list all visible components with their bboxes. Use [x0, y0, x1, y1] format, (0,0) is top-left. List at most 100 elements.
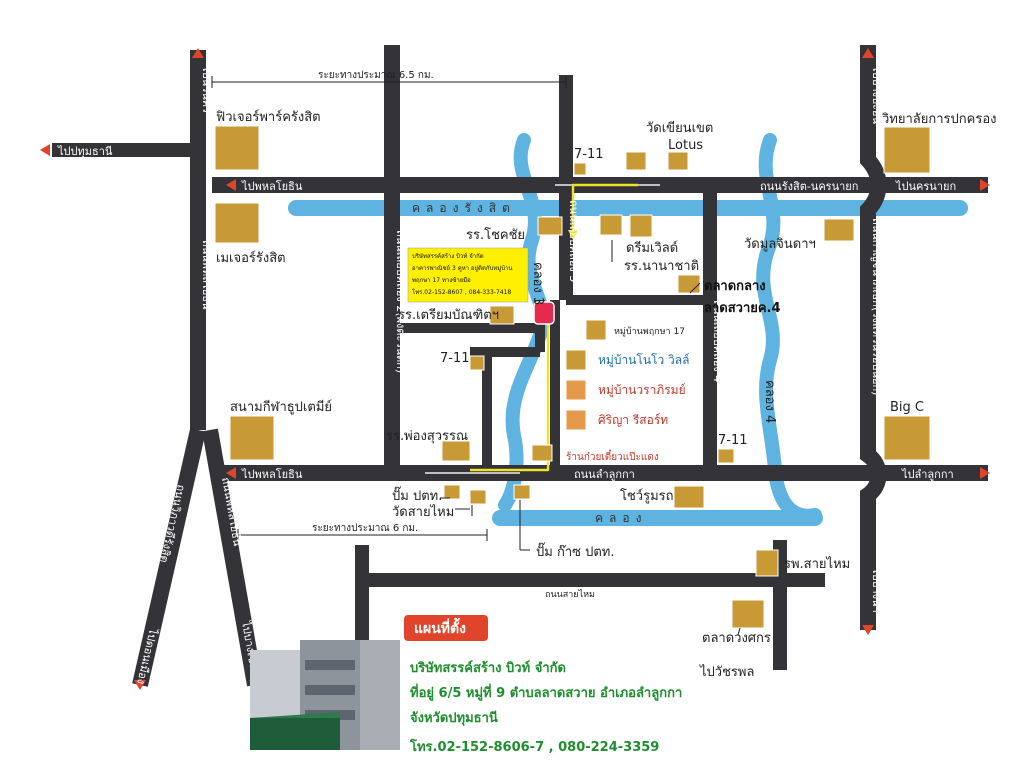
label-sirinya: ศิริญา รีสอร์ท [598, 413, 668, 427]
arrow-up-bangprain [862, 48, 874, 58]
box-stadium [229, 415, 275, 461]
label-to-navanakorn: ไปนวนคร [200, 65, 213, 113]
label-phong: รร.พ่องสุวรรณ [386, 429, 468, 444]
label-phahon-bottom: ไปพหลโยธิน [241, 467, 303, 481]
box-711-mid [469, 355, 485, 371]
company-address-2: จังหวัดปทุมธานี [410, 710, 498, 726]
note-line-4: โทร.02-152-8607 , 084-333-7418 [412, 288, 511, 296]
label-to-donmueang: ไปดอนเมือง [134, 626, 160, 685]
label-pruksa17: หมู่บ้านพฤกษา 17 [614, 326, 685, 337]
box-dreamworld-b [629, 214, 653, 238]
box-wat-sai-mai [469, 489, 487, 505]
label-rangsit-nakhon: ถนนรังสิต-นครนายก [760, 180, 858, 193]
label-showroom: โชว์รูมรถ [620, 488, 674, 504]
distance-bottom: ระยะทางประมาณ 6 กม. [312, 523, 418, 534]
label-dreamworld: ดรีมเวิลด์ [626, 240, 678, 256]
box-pruksa17 [585, 319, 607, 341]
label-to-watcharaphon: ไปวัชรพล [699, 664, 754, 680]
label-to-lamlukka: ไปลำลูกกา [901, 468, 954, 481]
label-liap-khlong-3: ถนนเลียบคลอง 3 [567, 200, 580, 282]
label-to-bangprain: ไปบางปะอิน [870, 65, 883, 125]
canals [288, 133, 968, 526]
label-big-c: Big C [890, 400, 924, 415]
label-lam-luk-ka: ถนนลำลูกกา [574, 468, 635, 481]
company-note: บริษัทสรรค์สร้าง บิวท์ จำกัด อาคารพาณิชย… [407, 247, 529, 303]
label-wat-khian: วัดเขียนเขต [646, 120, 713, 136]
label-to-bangna: ไปบางนา [870, 567, 883, 613]
box-future-park [214, 125, 260, 171]
route-arrow [568, 230, 578, 240]
company-address-1: ที่อยู่ 6/5 หมู่ที่ 9 ตำบลลาดสวาย อำเภอล… [410, 683, 682, 701]
label-canal-south: คลอง [595, 511, 647, 525]
box-wat-khian [625, 151, 647, 171]
note-line-2: อาคารพาณิชย์ 3 คูหา อยู่ติดกับหมู่บ้าน [412, 264, 512, 272]
arrow-right-nakhonnayok [980, 179, 990, 191]
company-marker [533, 301, 555, 325]
label-wat-sai-mai: วัดสายไหม [392, 504, 454, 520]
label-warapirom: หมู่บ้านวราภิรมย์ [598, 383, 686, 398]
label-lotus: Lotus [668, 138, 703, 153]
label-lat-sawai: ลาดสวายค.4 [704, 301, 781, 316]
arrow-up-navanakorn [192, 48, 204, 58]
label-noodle: ร้านก๋วยเตี๋ยวแป๊ะแดง [566, 449, 659, 463]
label-triam: รร.เตรียมบัณฑิตฯ [398, 307, 499, 323]
label-gas: ปั๊ม ก๊าซ ปตท. [536, 542, 614, 560]
building-photo [250, 640, 400, 750]
label-sai-mai: ถนนสายไหม [545, 589, 595, 600]
box-phong [441, 440, 471, 462]
box-lotus [667, 151, 689, 171]
label-711-top: 7-11 [574, 147, 604, 162]
label-canal-khlong-4: คลอง 4 [762, 380, 777, 423]
arrow-left-phahon-top [226, 179, 236, 191]
label-711-mid: 7-11 [440, 351, 470, 366]
company-phone: โทร.02-152-8606-7 , 080-224-3359 [409, 738, 659, 755]
note-line-1: บริษัทสรรค์สร้าง บิวท์ จำกัด [412, 252, 484, 260]
box-major [214, 202, 260, 244]
box-ptt [443, 484, 461, 500]
plan-label: แผนที่ตั้ง [414, 617, 466, 637]
box-college [883, 126, 931, 174]
box-noodle [531, 444, 553, 462]
box-chokchai [537, 216, 563, 236]
road-wiphawadi [132, 428, 206, 687]
arrow-right-lamlukka [980, 467, 990, 479]
road-phahon-south [202, 428, 263, 687]
canal-khlong-4 [756, 133, 822, 523]
distance-top: ระยะทางประมาณ 6.5 กม. [318, 70, 434, 81]
box-talat-klang [677, 274, 701, 294]
box-talat-wong [731, 599, 765, 629]
highlight-boxes [565, 379, 587, 431]
box-wat-mun [823, 218, 855, 242]
box-sirinya [565, 409, 587, 431]
arrow-left-pathum [40, 144, 50, 156]
label-to-nakhonnayok: ไปนครนายก [895, 180, 956, 193]
box-warapirom [565, 379, 587, 401]
box-711-right [717, 448, 735, 464]
label-pointers [440, 240, 741, 636]
label-talat-wong: ตลาดวงศกร [702, 631, 771, 646]
box-novo [565, 349, 587, 371]
plan-label-badge: แผนที่ตั้ง [404, 615, 488, 641]
label-phahon-top: ไปพหลโยธิน [241, 179, 303, 193]
label-canal-rangsit: คลองรังสิต [412, 201, 516, 215]
label-stadium: สนามกีฬาธูปเตมีย์ [230, 399, 332, 415]
label-ptt: ปั๊ม ปตท. [392, 486, 442, 504]
label-chokchai: รร.โชคชัย [466, 227, 525, 243]
box-big-c [883, 415, 931, 461]
label-711-right: 7-11 [718, 433, 748, 448]
box-gas [513, 484, 531, 500]
label-hospital: รพ.สายไหม [784, 556, 850, 572]
label-nanachat: รร.นานาชาติ [624, 259, 699, 274]
box-dreamworld-a [599, 214, 623, 236]
label-kanchanaphisek: ถนนกาญจนาภิเษก(วงแหวนรอบนอก) [870, 218, 883, 395]
label-novo: หมู่บ้านโนโว วิลล์ [598, 353, 689, 368]
label-canal-khlong-3: คลอง 3 [530, 262, 545, 305]
box-711-top [573, 162, 587, 176]
label-major: เมเจอร์รังสิต [216, 250, 286, 266]
landmark-boxes [214, 125, 931, 629]
arrow-down-donmueang [134, 680, 146, 690]
box-hospital [755, 549, 779, 577]
note-line-3: พฤกษา 17 ทางซ้ายมือ [412, 276, 471, 284]
label-college: วิทยาลัยการปกครอง [881, 112, 996, 127]
